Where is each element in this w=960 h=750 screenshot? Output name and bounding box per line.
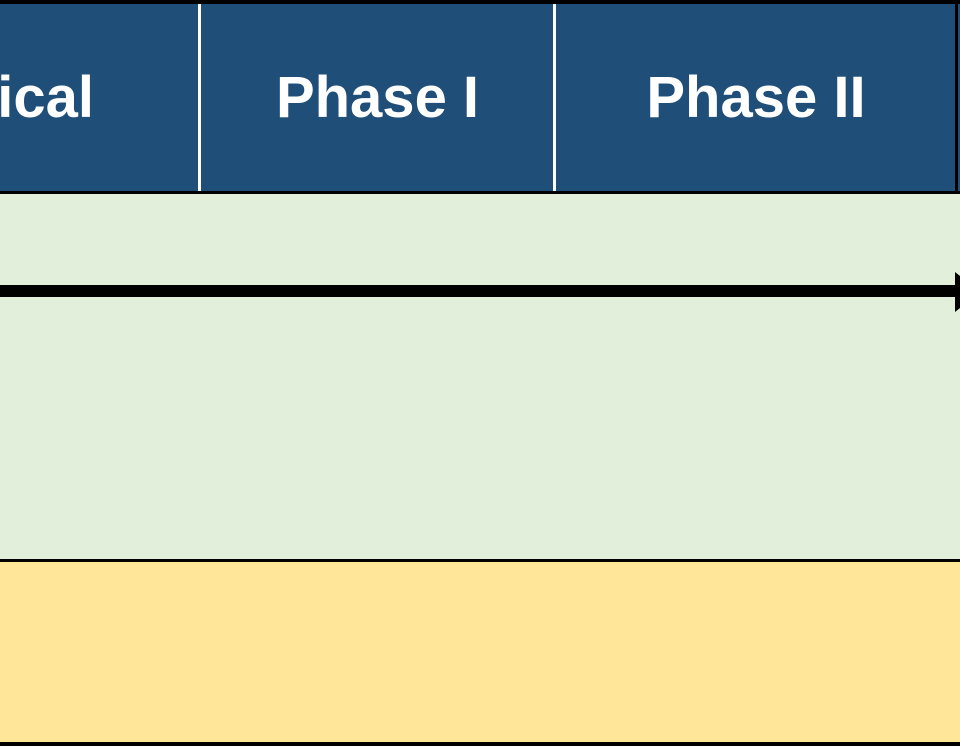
arrow-head — [955, 272, 960, 312]
header-divider — [955, 4, 958, 191]
arrow-shaft — [0, 285, 955, 297]
header-label-phase-1: Phase I — [275, 64, 480, 130]
timeline-arrow — [0, 272, 960, 312]
header-label-preclinical: ical — [0, 64, 94, 130]
yellow-band-row — [0, 562, 960, 746]
green-band-row — [0, 194, 960, 562]
header-label-phase-2: Phase II — [646, 64, 866, 130]
header-divider — [198, 4, 201, 191]
header-cell-phase-2: Phase II — [555, 4, 957, 191]
header-cell-preclinical: ical — [0, 4, 200, 191]
header-divider — [553, 4, 556, 191]
header-cell-phase-1: Phase I — [200, 4, 555, 191]
phase-header-row: ical Phase I Phase II — [0, 0, 960, 194]
